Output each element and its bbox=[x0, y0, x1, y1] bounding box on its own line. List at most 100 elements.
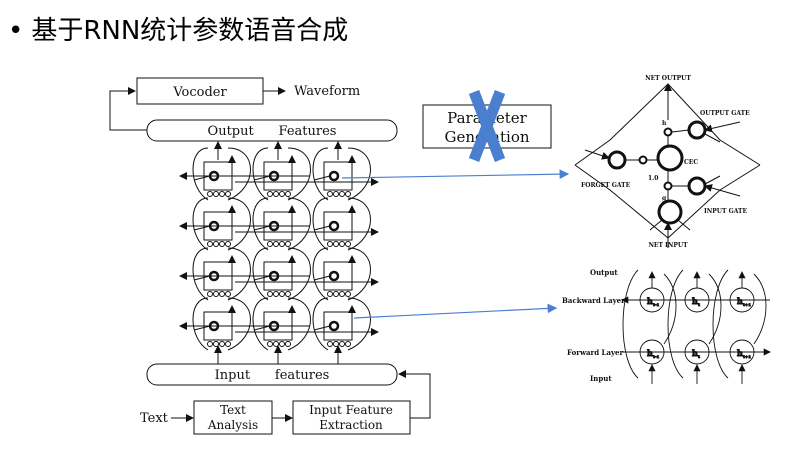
output-gate-label: OUTPUT GATE bbox=[700, 110, 750, 117]
rnn-cell-unit bbox=[207, 341, 213, 347]
rnn-cell-unit bbox=[345, 341, 351, 347]
rnn-input-line bbox=[193, 175, 211, 181]
brnn-input-label: Input bbox=[590, 374, 612, 383]
rnn-cell-unit bbox=[219, 291, 225, 297]
rnn-cell-unit bbox=[279, 291, 285, 297]
output-features-bar bbox=[146, 119, 398, 142]
rnn-recurrent-curve bbox=[312, 247, 329, 301]
rnn-recurrent-curve bbox=[227, 147, 251, 201]
brnn-labels: Output Backward Layer Forward Layer Inpu… bbox=[562, 268, 625, 383]
parameter-generation: Parameter Generation bbox=[422, 90, 552, 162]
rnn-recurrent-curve bbox=[312, 147, 329, 201]
rnn-recurrent-curve bbox=[252, 247, 269, 301]
rnn-cell-unit bbox=[225, 241, 231, 247]
rnn-recurrent-curve bbox=[312, 197, 329, 251]
forward-node-subscript: t+1 bbox=[743, 354, 751, 359]
rnn-recurrent-curve bbox=[287, 247, 311, 301]
rnn-cell-node bbox=[328, 320, 340, 332]
rnn-cell-unit bbox=[207, 191, 213, 197]
arrow-to-lstm-cell bbox=[341, 169, 570, 179]
slide-title: •基于RNN统计参数语音合成 bbox=[8, 10, 348, 47]
net-input-label: NET INPUT bbox=[648, 242, 688, 249]
feature-extraction-line1: Input Feature bbox=[309, 403, 393, 417]
rnn-recurrent-curve bbox=[347, 247, 371, 301]
rnn-cell-node bbox=[328, 170, 340, 182]
rnn-recurrent-curve bbox=[252, 147, 269, 201]
rnn-input-line bbox=[193, 275, 211, 281]
text-analysis-line2: Analysis bbox=[207, 418, 258, 432]
rnn-cell-unit bbox=[339, 191, 345, 197]
rnn-recurrent-curve bbox=[192, 297, 209, 351]
rnn-input-line bbox=[313, 325, 331, 331]
rnn-recurrent-curve bbox=[227, 197, 251, 251]
rnn-cell-unit bbox=[213, 291, 219, 297]
backward-node-subscript: t+1 bbox=[743, 302, 751, 307]
rnn-cell-unit bbox=[213, 191, 219, 197]
rnn-input-line bbox=[313, 175, 331, 181]
extraction-to-input-arrow bbox=[398, 370, 431, 419]
rnn-cell-unit bbox=[345, 241, 351, 247]
h-label: h bbox=[662, 120, 667, 127]
brnn-curve bbox=[667, 269, 684, 379]
g-label: g bbox=[662, 195, 667, 202]
rnn-cell-unit bbox=[285, 241, 291, 247]
input-features-bar bbox=[146, 363, 398, 386]
rnn-recurrent-curve bbox=[252, 297, 269, 351]
rnn-cell-unit bbox=[327, 191, 333, 197]
rnn-cell-unit bbox=[279, 191, 285, 197]
rnn-cell-node bbox=[328, 270, 340, 282]
rnn-cell-unit bbox=[333, 291, 339, 297]
rnn-cell-unit bbox=[219, 191, 225, 197]
rnn-cell-unit bbox=[345, 191, 351, 197]
rnn-diagram: Vocoder Waveform Output Features Input f… bbox=[109, 77, 431, 435]
forward-node-subscript: t bbox=[698, 354, 700, 359]
vocoder-label: Vocoder bbox=[172, 85, 227, 100]
rnn-recurrent-curve bbox=[227, 247, 251, 301]
forward-node-subscript: t-1 bbox=[653, 354, 660, 359]
rnn-input-line bbox=[193, 225, 211, 231]
rnn-recurrent-curve bbox=[347, 197, 371, 251]
net-output-label: NET OUTPUT bbox=[645, 75, 691, 82]
rnn-cell-unit bbox=[333, 191, 339, 197]
rnn-cell-unit bbox=[285, 341, 291, 347]
rnn-cell-unit bbox=[273, 341, 279, 347]
rnn-recurrent-curve bbox=[287, 147, 311, 201]
rnn-recurrent-curve bbox=[287, 297, 311, 351]
backward-node-subscript: t-1 bbox=[653, 302, 660, 307]
brnn-curve bbox=[712, 269, 729, 379]
backward-node-label: h bbox=[737, 296, 743, 306]
rnn-recurrent-curve bbox=[192, 147, 209, 201]
rnn-recurrent-curve bbox=[192, 197, 209, 251]
rnn-cell-unit bbox=[207, 241, 213, 247]
rnn-cell-node bbox=[328, 220, 340, 232]
rnn-recurrent-curve bbox=[252, 197, 269, 251]
forward-node-label: h bbox=[647, 348, 653, 358]
features-to-vocoder-arrow bbox=[109, 87, 147, 131]
feature-extraction-line2: Extraction bbox=[319, 418, 383, 432]
rnn-cell-unit bbox=[285, 191, 291, 197]
rnn-input-line bbox=[313, 225, 331, 231]
cec-label: CEC bbox=[684, 159, 698, 166]
rnn-cell-unit bbox=[339, 341, 345, 347]
brnn-forward-label: Forward Layer bbox=[567, 348, 624, 357]
rnn-cell-unit bbox=[273, 291, 279, 297]
rnn-input-line bbox=[253, 275, 271, 281]
backward-node-label: h bbox=[692, 296, 698, 306]
rnn-recurrent-curve bbox=[347, 297, 371, 351]
title-text: 基于RNN统计参数语音合成 bbox=[31, 16, 349, 46]
rnn-cell-grid bbox=[179, 141, 379, 364]
forget-gate-node bbox=[607, 150, 627, 170]
output-gate-node bbox=[687, 120, 707, 140]
rnn-cell-unit bbox=[339, 291, 345, 297]
bullet: • bbox=[8, 16, 24, 46]
rnn-recurrent-curve bbox=[227, 297, 251, 351]
rnn-cell-unit bbox=[225, 191, 231, 197]
one-label: 1.0 bbox=[648, 175, 658, 182]
backward-node-label: h bbox=[647, 296, 653, 306]
output-features-label: Output Features bbox=[208, 124, 337, 139]
rnn-cell-unit bbox=[285, 291, 291, 297]
rnn-cell-unit bbox=[327, 241, 333, 247]
